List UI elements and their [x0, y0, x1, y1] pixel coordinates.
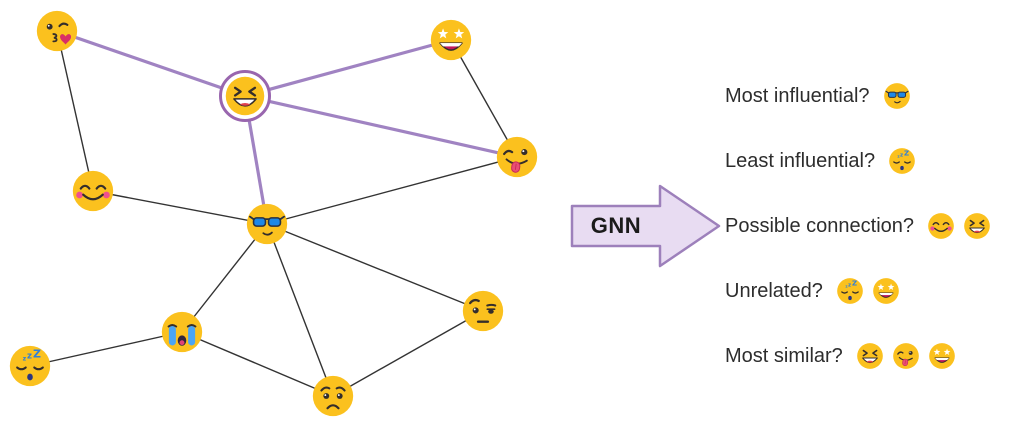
- question-row: Most influential?: [725, 80, 1023, 112]
- star-struck-emoji-icon: [431, 20, 471, 60]
- graph-node-wink: [495, 135, 539, 179]
- graph-edge-laugh-wink: [244, 94, 518, 159]
- graph-edge-cool-cry: [181, 223, 268, 333]
- sleeping-emoji-icon: [888, 147, 916, 175]
- graph-node-worry: [311, 374, 355, 418]
- graph-edge-star-wink: [450, 39, 518, 158]
- question-row: Unrelated?: [725, 275, 1023, 307]
- winking-tongue-emoji-icon: [892, 342, 920, 370]
- question-label: Unrelated?: [725, 279, 823, 302]
- graph-node-kiss: [35, 9, 79, 53]
- graph-edge-kiss-laugh: [56, 29, 246, 98]
- grinning-squinting-emoji-icon: [963, 212, 991, 240]
- graph-edge-worry-brow: [332, 310, 484, 397]
- graph-node-sleep: [8, 344, 52, 388]
- kissing-heart-emoji-icon: [35, 9, 79, 53]
- star-struck-emoji-icon: [928, 342, 956, 370]
- worried-emoji-icon: [311, 374, 355, 418]
- loudly-crying-emoji-icon: [160, 310, 204, 354]
- graph-edge-wink-cool: [266, 156, 518, 225]
- question-label: Least influential?: [725, 149, 876, 172]
- graph-edge-cry-worry: [181, 331, 334, 397]
- graph-edge-cool-worry: [266, 223, 334, 397]
- graph-node-star: [431, 20, 471, 60]
- graph-edge-cry-sleep: [29, 331, 183, 367]
- question-label: Most influential?: [725, 84, 870, 107]
- question-label: Most similar?: [725, 344, 843, 367]
- sunglasses-emoji-icon: [245, 202, 289, 246]
- graph-node-cry: [160, 310, 204, 354]
- graph-edge-blush-cool: [92, 190, 268, 225]
- smiling-blush-emoji-icon: [71, 169, 115, 213]
- sunglasses-emoji-icon: [883, 82, 910, 110]
- graph-node-blush: [71, 169, 115, 213]
- sleeping-emoji-icon: [8, 344, 52, 388]
- graph-node-cool: [245, 202, 289, 246]
- emoji-graph: [8, 9, 539, 418]
- grinning-squinting-emoji-icon: [856, 342, 884, 370]
- question-row: Least influential?: [725, 145, 1023, 177]
- gnn-arrow-shape: [570, 184, 721, 268]
- raised-eyebrow-emoji-icon: [461, 289, 505, 333]
- graph-edge-kiss-blush: [56, 30, 94, 192]
- question-row: Most similar?: [725, 340, 1023, 372]
- gnn-arrow-label: GNN: [590, 213, 642, 238]
- questions-list: Most influential? Least influential? Possi…: [725, 80, 1023, 405]
- gnn-arrow: [570, 184, 721, 268]
- question-label: Possible connection?: [725, 214, 915, 237]
- grinning-squinting-emoji-icon: [226, 77, 265, 116]
- star-struck-emoji-icon: [872, 277, 900, 305]
- graph-edge-laugh-star: [244, 38, 452, 98]
- question-row: Possible connection?: [725, 210, 1023, 242]
- smiling-blush-emoji-icon: [927, 212, 955, 240]
- graph-node-laugh: [219, 70, 271, 122]
- sleeping-emoji-icon: [836, 277, 864, 305]
- winking-tongue-emoji-icon: [495, 135, 539, 179]
- graph-edge-cool-brow: [266, 223, 484, 312]
- graph-node-brow: [461, 289, 505, 333]
